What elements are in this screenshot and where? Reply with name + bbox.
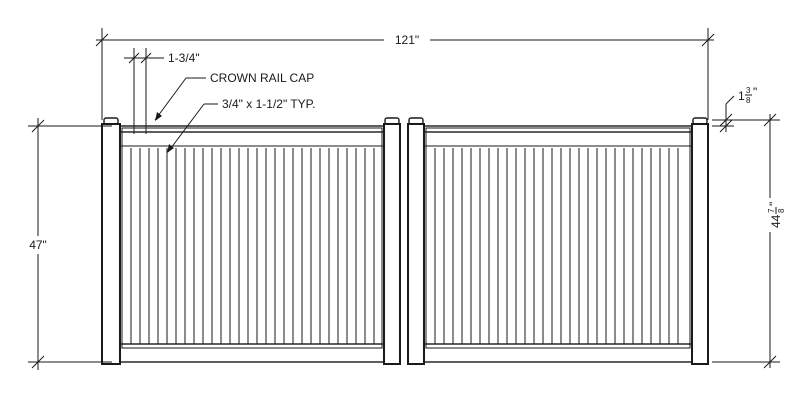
overall-height-label: 47" (29, 238, 47, 252)
left-panel-pickets (121, 127, 383, 349)
right-fence-panel (423, 125, 693, 363)
right-panel-top-rail (423, 125, 693, 147)
right-panel-pickets (425, 127, 691, 349)
overall-height-dimension: 47" (24, 118, 112, 370)
left-panel-top-rail (119, 125, 385, 147)
fence-post-left-end (101, 117, 121, 365)
left-fence-panel (119, 125, 385, 363)
left-panel-bottom-rail (119, 343, 385, 363)
cap-height-dimension: 1 3 8 " (712, 85, 780, 133)
picket-size-callout: 3/4" x 1-1/2" TYP. (167, 97, 315, 153)
right-panel-bottom-rail (423, 343, 693, 363)
picket-size-label: 3/4" x 1-1/2" TYP. (222, 97, 315, 111)
overall-width-dimension: 121" (95, 28, 715, 120)
fence-post-center-right (407, 117, 425, 365)
post-width-dimension: 1-3/4" (124, 48, 200, 134)
panel-height-inch-mark: " (767, 202, 781, 206)
fence-post-center-left (383, 117, 401, 365)
crown-rail-cap-callout: CROWN RAIL CAP (154, 71, 314, 121)
crown-rail-cap-label: CROWN RAIL CAP (210, 71, 314, 85)
cap-height-inch-mark: " (753, 85, 757, 99)
overall-width-label: 121" (395, 33, 419, 47)
panel-height-whole: 44 (769, 214, 783, 228)
cap-height-denominator: 8 (746, 96, 751, 105)
panel-height-dimension: 44 7 8 " (712, 113, 788, 369)
panel-height-numerator: 7 (767, 208, 776, 213)
cap-height-numerator: 3 (746, 86, 751, 95)
panel-height-denominator: 8 (777, 208, 786, 213)
fence-post-right-end (691, 117, 709, 365)
cap-height-whole: 1 (738, 89, 745, 103)
post-width-label: 1-3/4" (168, 51, 200, 65)
